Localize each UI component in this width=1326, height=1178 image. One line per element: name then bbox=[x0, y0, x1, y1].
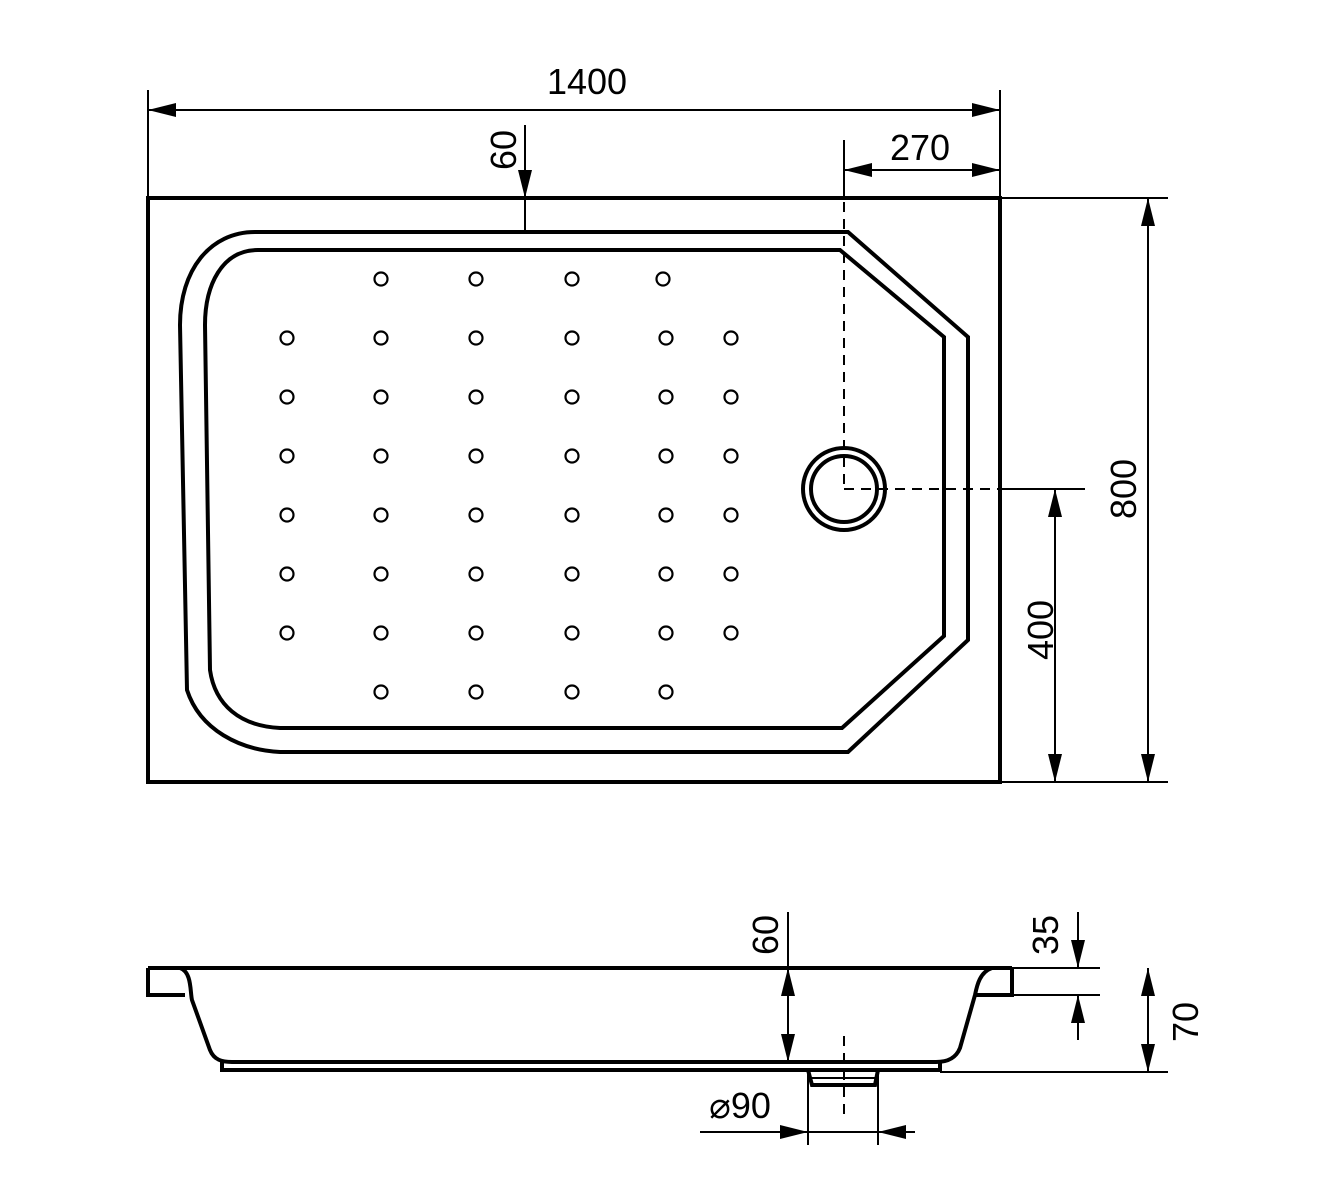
anti-slip-hole bbox=[373, 271, 389, 287]
anti-slip-hole bbox=[658, 684, 674, 700]
anti-slip-hole bbox=[279, 330, 295, 346]
anti-slip-hole bbox=[564, 389, 580, 405]
arrow-right-icon bbox=[972, 163, 1000, 177]
anti-slip-hole bbox=[279, 625, 295, 641]
anti-slip-hole bbox=[564, 507, 580, 523]
anti-slip-hole bbox=[564, 271, 580, 287]
anti-slip-hole bbox=[373, 566, 389, 582]
anti-slip-hole bbox=[658, 448, 674, 464]
dim-label-800: 800 bbox=[1103, 459, 1144, 519]
anti-slip-hole bbox=[723, 507, 739, 523]
anti-slip-hole bbox=[468, 271, 484, 287]
arrow-right-icon bbox=[780, 1125, 808, 1139]
anti-slip-hole bbox=[373, 389, 389, 405]
anti-slip-hole bbox=[564, 625, 580, 641]
dim-label-35: 35 bbox=[1025, 915, 1066, 955]
anti-slip-hole bbox=[279, 389, 295, 405]
arrow-left-icon bbox=[878, 1125, 906, 1139]
anti-slip-hole bbox=[564, 566, 580, 582]
dim-label-270: 270 bbox=[890, 127, 950, 168]
anti-slip-hole bbox=[468, 448, 484, 464]
tray-rim-inner-contour bbox=[202, 248, 946, 730]
anti-slip-hole bbox=[658, 625, 674, 641]
arrow-right-icon bbox=[972, 103, 1000, 117]
arrow-down-icon bbox=[518, 170, 532, 198]
anti-slip-hole bbox=[723, 389, 739, 405]
anti-slip-hole bbox=[658, 507, 674, 523]
dim-label-60-top: 60 bbox=[483, 130, 524, 170]
arrow-up-icon bbox=[1141, 968, 1155, 996]
side-base bbox=[220, 1062, 942, 1072]
arrow-down-icon bbox=[1141, 754, 1155, 782]
arrow-up-icon bbox=[1071, 995, 1085, 1023]
dim-label-1400: 1400 bbox=[547, 61, 627, 102]
arrow-down-icon bbox=[1071, 940, 1085, 968]
arrow-up-icon bbox=[1048, 489, 1062, 517]
anti-slip-hole bbox=[564, 448, 580, 464]
dim-label-diameter-90: ⌀90 bbox=[709, 1085, 771, 1126]
anti-slip-hole bbox=[468, 507, 484, 523]
drain-inner-ring bbox=[809, 454, 879, 524]
dim-label-70: 70 bbox=[1165, 1002, 1206, 1042]
arrow-up-icon bbox=[1141, 198, 1155, 226]
anti-slip-hole bbox=[468, 625, 484, 641]
anti-slip-hole bbox=[373, 448, 389, 464]
anti-slip-hole bbox=[658, 389, 674, 405]
anti-slip-hole bbox=[723, 448, 739, 464]
anti-slip-hole bbox=[468, 566, 484, 582]
anti-slip-hole bbox=[564, 684, 580, 700]
anti-slip-hole bbox=[564, 330, 580, 346]
side-basin-outline bbox=[179, 966, 993, 1064]
side-view: 60 35 70 ⌀90 bbox=[146, 912, 1206, 1145]
arrow-left-icon bbox=[844, 163, 872, 177]
tray-rim-outer-contour bbox=[177, 230, 970, 754]
anti-slip-hole bbox=[658, 566, 674, 582]
arrow-down-icon bbox=[1141, 1044, 1155, 1072]
anti-slip-hole bbox=[279, 448, 295, 464]
anti-slip-hole bbox=[468, 330, 484, 346]
arrow-down-icon bbox=[781, 1034, 795, 1062]
anti-slip-hole bbox=[279, 566, 295, 582]
anti-slip-hole bbox=[373, 330, 389, 346]
side-rim-left bbox=[146, 968, 185, 997]
anti-slip-hole bbox=[723, 330, 739, 346]
anti-slip-hole bbox=[658, 330, 674, 346]
anti-slip-hole bbox=[468, 389, 484, 405]
top-view: 1400 60 270 800 400 bbox=[146, 61, 1168, 784]
arrow-down-icon bbox=[1048, 754, 1062, 782]
arrow-up-icon bbox=[781, 968, 795, 996]
side-drain-outlet bbox=[806, 1069, 880, 1087]
anti-slip-hole bbox=[723, 625, 739, 641]
anti-slip-hole bbox=[279, 507, 295, 523]
dim-label-60-side: 60 bbox=[745, 915, 786, 955]
anti-slip-holes bbox=[279, 271, 739, 700]
anti-slip-hole bbox=[373, 625, 389, 641]
arrow-left-icon bbox=[148, 103, 176, 117]
anti-slip-hole bbox=[373, 507, 389, 523]
anti-slip-hole bbox=[655, 271, 671, 287]
anti-slip-hole bbox=[723, 566, 739, 582]
anti-slip-hole bbox=[468, 684, 484, 700]
dim-label-400: 400 bbox=[1020, 600, 1061, 660]
anti-slip-hole bbox=[373, 684, 389, 700]
